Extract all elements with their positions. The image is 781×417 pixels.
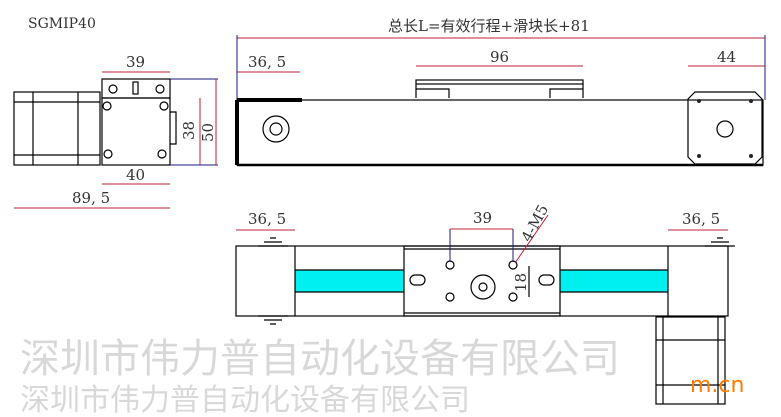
dim-left-end-top: 36, 5 <box>248 53 286 71</box>
dim-hole-spacing: 39 <box>473 209 492 227</box>
formula: 总长L=有效行程+滑块长+81 <box>388 17 590 35</box>
dim-slider: 96 <box>490 48 509 66</box>
dim-width-bottom: 40 <box>126 166 145 184</box>
bottom-view: 39 4-M5 18 36, 5 36, 5 <box>235 202 735 405</box>
dim-right-end-bottom: 36, 5 <box>682 210 720 228</box>
model-label: SGMIP40 <box>28 16 96 32</box>
dim-motor: 44 <box>717 48 736 66</box>
dim-hole-vertical: 18 <box>512 273 530 292</box>
side-view: 39 38 50 40 89, 5 <box>13 53 218 209</box>
dim-height-outer: 50 <box>199 123 217 142</box>
watermark: 深圳市伟力普自动化设备有限公司 <box>20 336 620 382</box>
dim-width-top: 39 <box>126 53 145 71</box>
corner-watermark: m.cn <box>690 373 744 398</box>
dim-total: 89, 5 <box>72 189 110 207</box>
dim-left-end-bottom: 36, 5 <box>248 210 286 228</box>
dim-height-inner: 38 <box>180 121 198 140</box>
watermark-bottom: 深圳市伟力普自动化设备有限公司 <box>20 383 470 417</box>
holes-label: 4-M5 <box>518 202 552 245</box>
top-view: 总长L=有效行程+滑块长+81 36, 5 96 44 <box>235 17 766 167</box>
